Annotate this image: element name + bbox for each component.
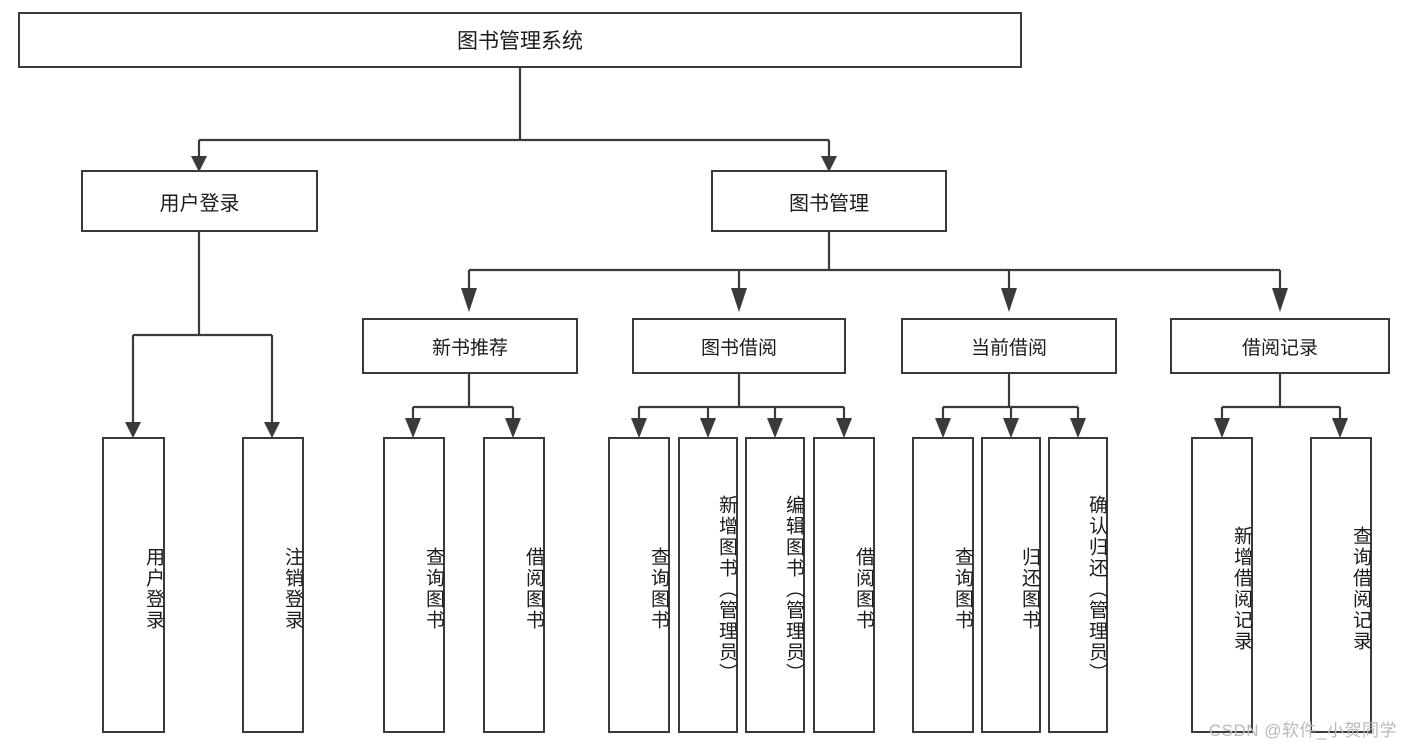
leaf-borrow-query-book[interactable]: 查询图书 <box>608 437 670 733</box>
leaf-label: 借阅图书 <box>853 547 874 631</box>
leaf-label: 注销登录 <box>282 547 303 631</box>
node-user-login[interactable]: 用户登录 <box>81 170 318 232</box>
node-root-system[interactable]: 图书管理系统 <box>18 12 1022 68</box>
leaf-label: 查询借阅记录 <box>1350 526 1371 652</box>
node-label: 新书推荐 <box>431 337 508 359</box>
leaf-label: 归还图书 <box>1019 547 1040 631</box>
leaf-label: 新增图书（管理员） <box>716 494 737 684</box>
leaf-user-login-logout[interactable]: 注销登录 <box>242 437 304 733</box>
leaf-user-login-login[interactable]: 用户登录 <box>102 437 165 733</box>
watermark-text: CSDN @软件_小贺同学 <box>1208 721 1397 740</box>
leaf-borrow-borrow-book[interactable]: 借阅图书 <box>813 437 875 733</box>
arrow-bookmgmt-c1 <box>461 288 477 312</box>
arrow-record-c2 <box>1332 418 1348 438</box>
arrow-current-c3 <box>1070 418 1086 438</box>
arrow-bookmgmt-c2 <box>731 288 747 312</box>
leaf-current-confirm-return-admin[interactable]: 确认归还（管理员） <box>1048 437 1108 733</box>
arrow-current-c1 <box>935 418 951 438</box>
leaf-label: 查询图书 <box>648 547 669 631</box>
leaf-current-query-book[interactable]: 查询图书 <box>912 437 974 733</box>
node-label: 用户登录 <box>159 192 240 215</box>
arrow-borrow-c1 <box>631 418 647 438</box>
leaf-current-return-book[interactable]: 归还图书 <box>981 437 1041 733</box>
arrow-borrow-c4 <box>836 418 852 438</box>
node-label: 借阅记录 <box>1241 337 1318 359</box>
arrow-userlogin-c1 <box>125 422 141 438</box>
node-label: 图书管理 <box>789 192 869 215</box>
leaf-label: 查询图书 <box>423 547 444 631</box>
node-borrow-record[interactable]: 借阅记录 <box>1170 318 1390 374</box>
node-book-borrow[interactable]: 图书借阅 <box>632 318 846 374</box>
leaf-label: 用户登录 <box>143 547 164 631</box>
arrow-record-c1 <box>1214 418 1230 438</box>
leaf-label: 借阅图书 <box>523 547 544 631</box>
arrow-borrow-c2 <box>700 418 716 438</box>
leaf-record-query-record[interactable]: 查询借阅记录 <box>1310 437 1372 733</box>
arrow-userlogin-c2 <box>264 422 280 438</box>
leaf-record-add-record[interactable]: 新增借阅记录 <box>1191 437 1253 733</box>
node-new-book-recommend[interactable]: 新书推荐 <box>362 318 578 374</box>
leaf-label: 新增借阅记录 <box>1231 526 1252 652</box>
arrow-borrow-c3 <box>767 418 783 438</box>
node-label: 当前借阅 <box>970 337 1047 359</box>
node-book-management[interactable]: 图书管理 <box>711 170 947 232</box>
leaf-label: 确认归还（管理员） <box>1086 494 1107 684</box>
arrow-newbook-c1 <box>405 418 421 438</box>
arrow-newbook-c2 <box>505 418 521 438</box>
leaf-label: 查询图书 <box>952 547 973 631</box>
leaf-newbook-borrow-book[interactable]: 借阅图书 <box>483 437 545 733</box>
leaf-borrow-edit-book-admin[interactable]: 编辑图书（管理员） <box>745 437 805 733</box>
node-label: 图书管理系统 <box>457 30 583 53</box>
arrow-bookmgmt-c3 <box>1001 288 1017 312</box>
leaf-label: 编辑图书（管理员） <box>783 494 804 684</box>
arrow-bookmgmt-c4 <box>1272 288 1288 312</box>
node-label: 图书借阅 <box>700 337 777 359</box>
leaf-borrow-add-book-admin[interactable]: 新增图书（管理员） <box>678 437 738 733</box>
arrow-current-c2 <box>1003 418 1019 438</box>
leaf-newbook-query-book[interactable]: 查询图书 <box>383 437 445 733</box>
node-current-borrow[interactable]: 当前借阅 <box>901 318 1117 374</box>
